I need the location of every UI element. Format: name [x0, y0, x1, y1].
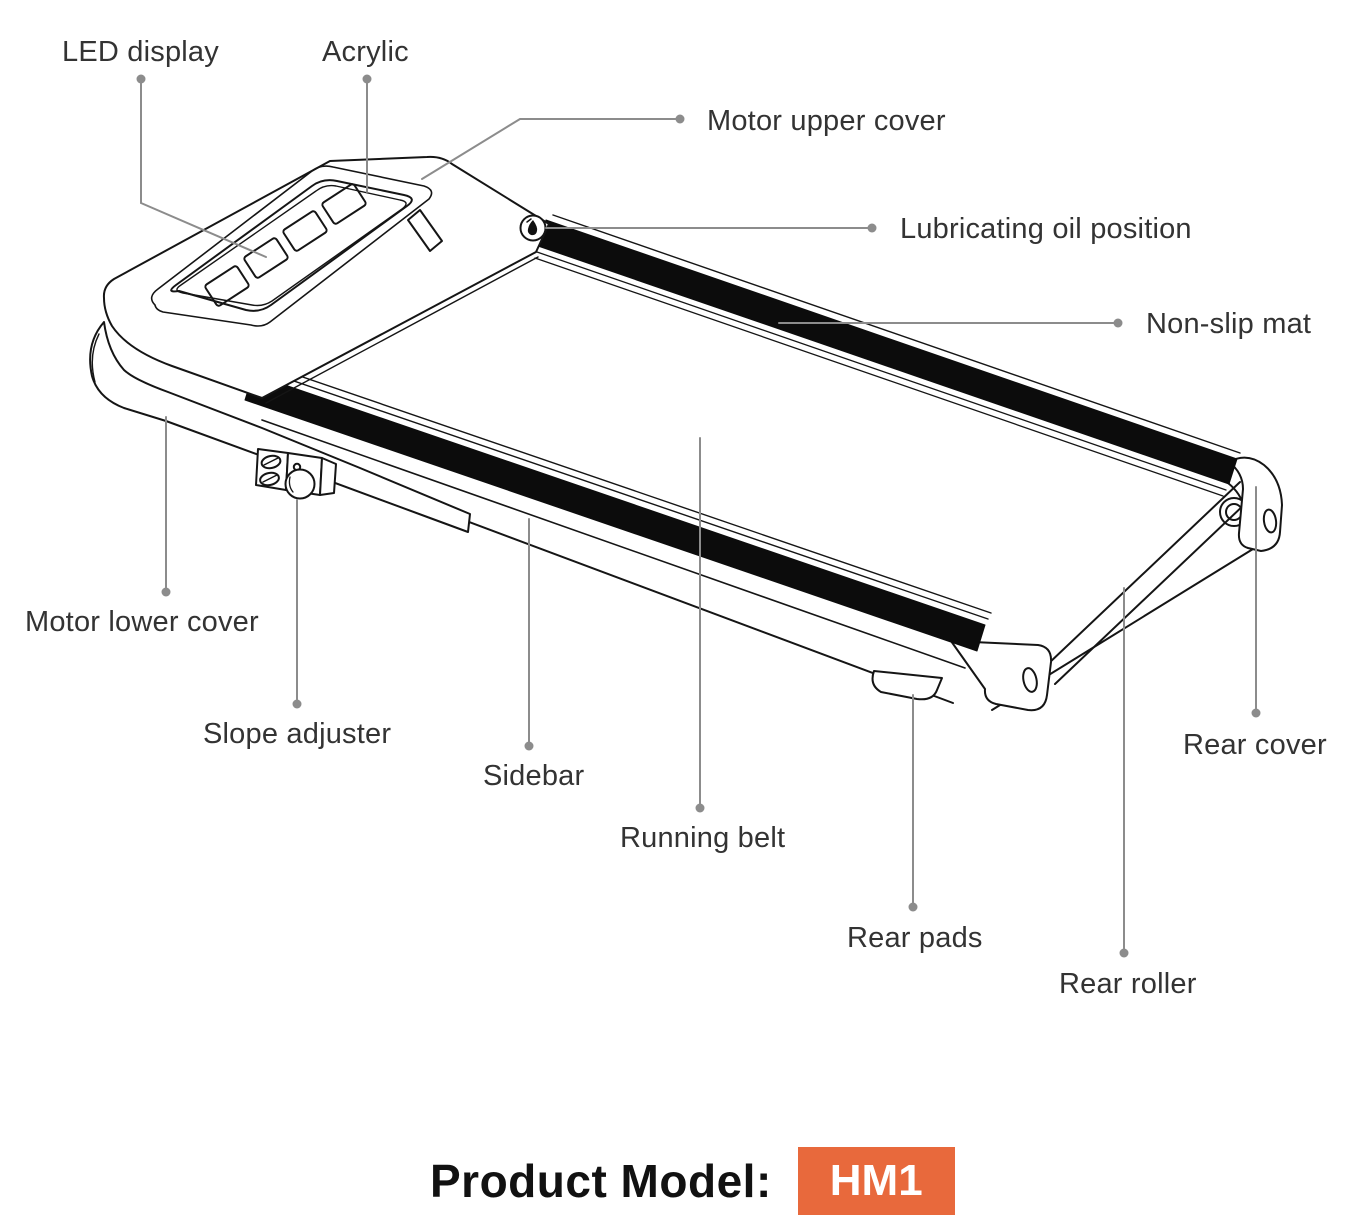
leader-lubricating-oil-position [545, 223, 877, 233]
leader-non-slip-mat [778, 318, 1123, 328]
motor-upper-cover-shape [102, 155, 550, 399]
slope-adjuster-shape [255, 448, 337, 500]
rear-pad-shape [871, 670, 943, 701]
motor-lower-cover-shape [89, 321, 471, 533]
leader-rear-roller [1119, 587, 1129, 958]
label-running-belt: Running belt [620, 822, 786, 854]
leader-motor-upper-cover [421, 114, 685, 180]
label-rear-cover: Rear cover [1183, 729, 1327, 761]
belt-edge-lines-near [255, 361, 992, 620]
label-sidebar: Sidebar [483, 760, 585, 792]
sidebar-shape [249, 419, 966, 704]
product-model-row: Product Model: HM1 [430, 1147, 955, 1215]
leader-running-belt [695, 437, 705, 813]
oil-drop-icon [519, 214, 547, 242]
leader-rear-cover [1251, 486, 1261, 718]
leader-slope-adjuster [292, 499, 302, 709]
label-acrylic: Acrylic [322, 36, 409, 68]
label-led-display: LED display [62, 36, 219, 68]
label-non-slip-mat: Non-slip mat [1146, 308, 1312, 340]
non-slip-mat-far-shape [537, 219, 1238, 485]
rear-cover-near-shape [950, 640, 1053, 712]
non-slip-mat-near-shape [244, 373, 986, 652]
label-rear-pads: Rear pads [847, 922, 983, 954]
leader-led-display [136, 74, 267, 258]
leader-motor-lower-cover [161, 416, 171, 597]
leader-acrylic [362, 74, 372, 193]
label-slope-adjuster: Slope adjuster [203, 718, 392, 750]
label-motor-upper-cover: Motor upper cover [707, 105, 946, 137]
label-rear-roller: Rear roller [1059, 968, 1197, 1000]
leader-rear-pads [908, 694, 918, 912]
leader-sidebar [524, 518, 534, 751]
display-buttons [204, 183, 367, 307]
label-motor-lower-cover: Motor lower cover [25, 606, 259, 638]
product-model-badge: HM1 [797, 1147, 955, 1215]
label-lubricating-oil-position: Lubricating oil position [900, 213, 1192, 245]
acrylic-panel-shape [170, 179, 413, 312]
product-model-label: Product Model: [430, 1155, 772, 1207]
